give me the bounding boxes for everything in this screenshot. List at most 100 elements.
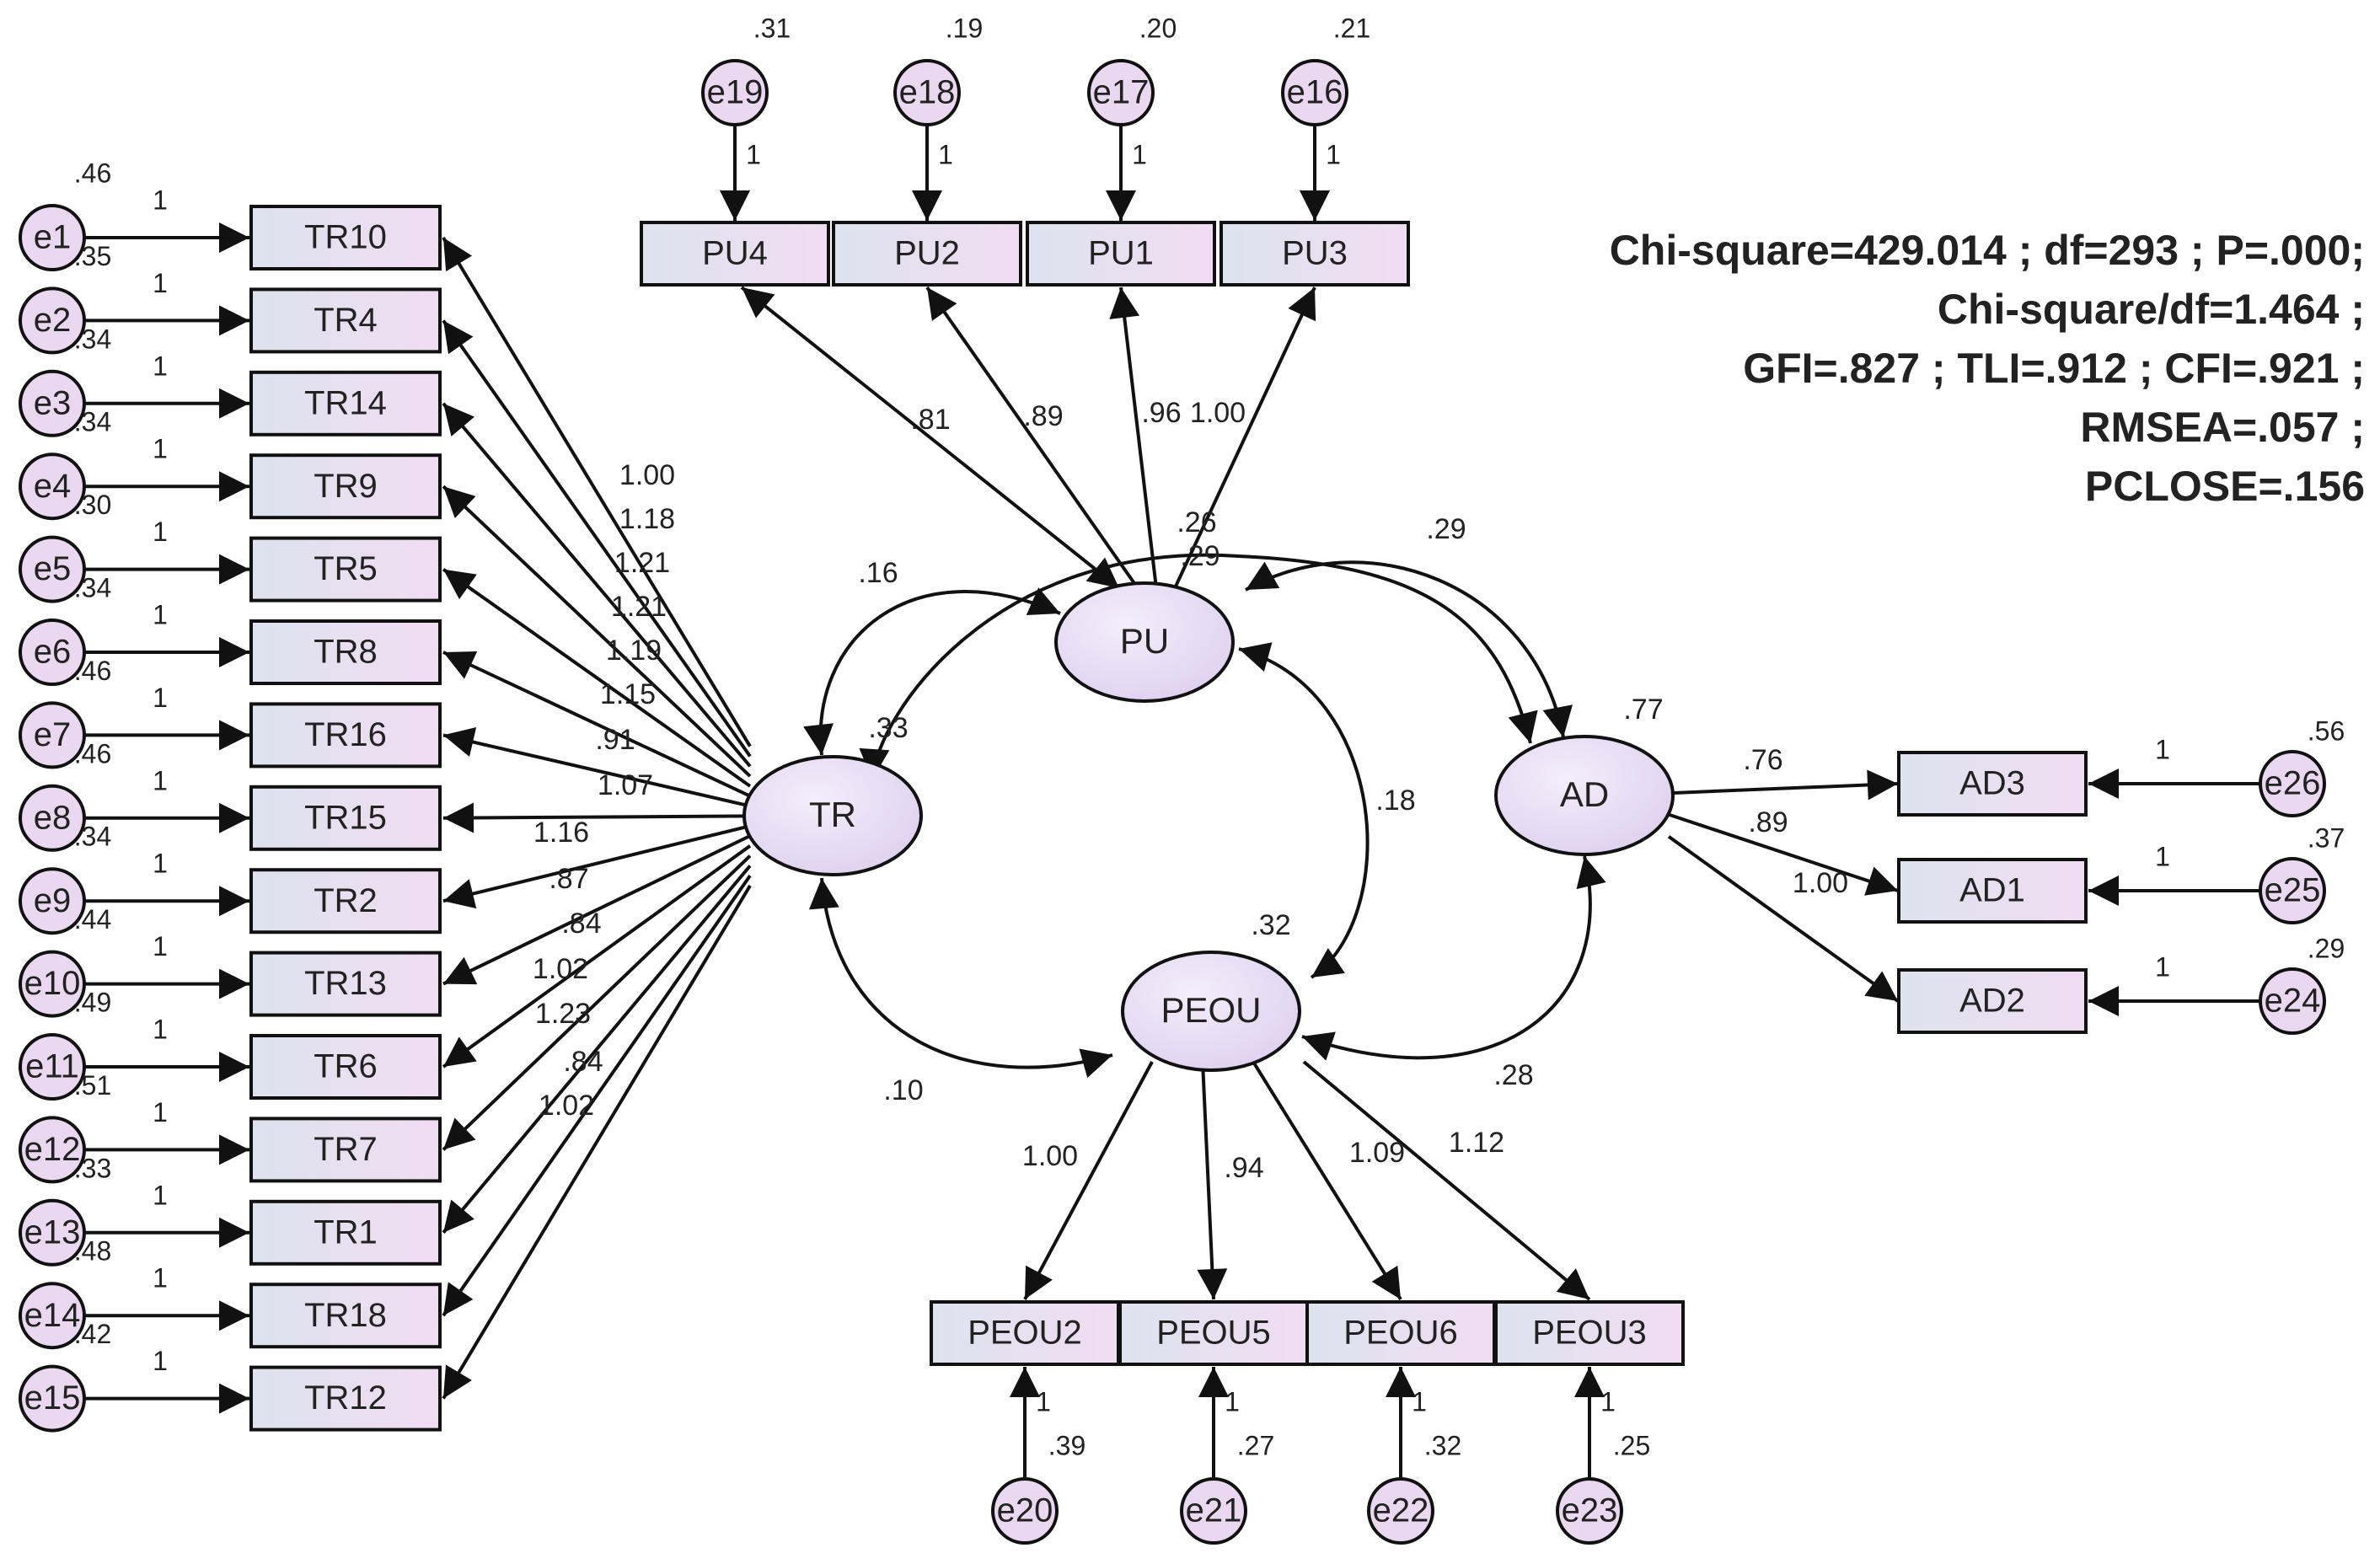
latent-ad [1494, 735, 1675, 856]
error-circle-e6-label: e6 [34, 634, 72, 671]
path-tr-to-tr14 [442, 402, 752, 768]
fit-line-rmsea: RMSEA=.057 ; [2080, 404, 2365, 451]
path-tr-to-tr6 [442, 844, 752, 1069]
fixed-weight-e15: 1 [153, 1346, 168, 1376]
error-circle-e2-label: e2 [34, 302, 72, 339]
path-tr-to-tr4 [442, 319, 752, 758]
loading-tr-tr14: 1.21 [614, 547, 670, 579]
indicator-box-tr9-label: TR9 [314, 468, 378, 505]
error-circle-e3 [19, 369, 86, 437]
fixed-weight-e2: 1 [153, 268, 168, 298]
path-tr-to-tr15 [442, 802, 751, 833]
loading-ad-ad3: .76 [1743, 744, 1782, 776]
latent-pu [1054, 581, 1235, 703]
indicator-box-ad3-label: AD3 [1959, 765, 2025, 802]
covariance-value-pu-ad: .29 [1426, 513, 1466, 545]
error-variance-e19: .31 [753, 13, 791, 43]
indicator-box-pu2 [832, 221, 1022, 287]
loading-tr-tr16: .91 [595, 724, 635, 756]
error-circle-e14 [19, 1282, 86, 1350]
variance-ad: .77 [1623, 694, 1663, 726]
loading-tr-tr15: 1.07 [598, 769, 653, 801]
indicator-box-tr1 [249, 1199, 442, 1266]
fixed-weight-e14: 1 [153, 1263, 168, 1294]
paths-layer [84, 125, 2260, 1479]
model-fit-statistics: Chi-square=429.014 ; df=293 ; P=.000; Ch… [1610, 221, 2365, 516]
path-tr-to-tr13 [442, 834, 751, 986]
error-variance-e6: .34 [74, 572, 111, 603]
indicator-box-pu3 [1219, 221, 1410, 287]
covariance-pu-ad [1245, 560, 1573, 738]
fixed-weight-e22: 1 [1412, 1386, 1427, 1417]
error-circle-e20-label: e20 [997, 1492, 1053, 1529]
error-circle-e4-label: e4 [34, 468, 72, 505]
indicator-box-peou6 [1305, 1300, 1496, 1366]
error-variance-e9: .34 [74, 822, 111, 852]
error-variance-e5: .30 [74, 490, 111, 520]
error-variance-e14: .48 [74, 1236, 111, 1267]
error-circle-e5 [19, 535, 86, 603]
indicator-box-pu1 [1026, 221, 1216, 287]
error-circle-e17-label: e17 [1093, 74, 1150, 111]
indicator-box-pu1-label: PU1 [1088, 235, 1154, 272]
error-circle-e23-label: e23 [1562, 1492, 1618, 1529]
latent-tr-label: TR [809, 795, 856, 834]
error-circle-e10 [19, 950, 86, 1018]
fixed-weight-e7: 1 [153, 683, 168, 713]
error-circle-e25 [2259, 857, 2326, 924]
path-tr-to-tr9 [442, 485, 752, 778]
path-pu-to-pu3 [1173, 287, 1316, 589]
fit-line-chisquare: Chi-square=429.014 ; df=293 ; P=.000; [1609, 227, 2365, 274]
variance-peou: .32 [1251, 909, 1290, 941]
path-tr-to-tr8 [442, 651, 751, 798]
indicator-box-tr18-label: TR18 [304, 1297, 387, 1334]
fixed-weight-e5: 1 [153, 517, 168, 547]
indicator-box-pu4 [640, 221, 830, 287]
loading-pu-pu1: .96 [1141, 397, 1181, 429]
error-variance-e10: .44 [74, 904, 111, 935]
indicator-box-peou6-label: PEOU6 [1343, 1315, 1458, 1352]
error-variance-e11: .49 [74, 987, 111, 1017]
variance-tr: .33 [868, 712, 908, 744]
indicator-box-peou5-label: PEOU5 [1156, 1315, 1271, 1352]
indicator-box-tr16 [249, 702, 442, 769]
error-circle-e12-label: e12 [24, 1131, 81, 1168]
loading-tr-tr7: 1.02 [533, 953, 588, 985]
indicator-box-tr15 [249, 785, 442, 851]
fixed-weight-e12: 1 [153, 1097, 168, 1127]
fixed-weight-e26: 1 [2155, 734, 2170, 764]
indicator-box-tr1-label: TR1 [314, 1213, 378, 1251]
error-circle-e11-label: e11 [25, 1048, 79, 1085]
fixed-weight-e11: 1 [153, 1014, 168, 1044]
indicator-box-tr14 [249, 370, 442, 437]
fixed-weight-e16: 1 [1326, 139, 1341, 169]
fixed-weight-e21: 1 [1225, 1386, 1240, 1417]
error-circle-e25-label: e25 [2265, 872, 2321, 909]
loading-peou-peou2: 1.00 [1022, 1140, 1078, 1172]
covariance-value-tr-ad: .29 [1180, 540, 1219, 572]
fixed-weight-e23: 1 [1600, 1386, 1616, 1417]
error-circle-e13 [19, 1198, 86, 1267]
path-tr-to-tr18 [442, 875, 752, 1317]
fixed-weight-e10: 1 [153, 931, 168, 961]
error-circle-e21 [1180, 1477, 1247, 1545]
fixed-weight-e17: 1 [1132, 139, 1147, 169]
path-tr-to-tr5 [442, 567, 752, 788]
error-circle-e14-label: e14 [24, 1297, 81, 1334]
indicator-box-tr12-label: TR12 [304, 1379, 387, 1417]
indicator-box-tr7-label: TR7 [314, 1131, 378, 1168]
error-circle-e18-label: e18 [899, 74, 956, 111]
error-circle-e6 [19, 619, 86, 686]
indicator-box-peou3-label: PEOU3 [1532, 1315, 1647, 1352]
loading-pu-pu2: .89 [1023, 400, 1063, 432]
nodes-layer: TR10e1TR4e2TR14e3TR9e4TR5e5TR8e6TR16e7TR… [19, 59, 2326, 1545]
labels-layer: 1.461.001.351.181.341.211.341.211.301.19… [74, 13, 2345, 1460]
path-peou-to-peou2 [1023, 1061, 1154, 1300]
fixed-weight-e13: 1 [153, 1180, 168, 1210]
error-variance-e15: .42 [74, 1319, 111, 1349]
error-variance-e8: .46 [74, 738, 111, 769]
indicator-box-tr15-label: TR15 [304, 799, 387, 836]
fixed-weight-e3: 1 [153, 351, 168, 381]
loading-tr-tr10: 1.00 [619, 459, 675, 491]
